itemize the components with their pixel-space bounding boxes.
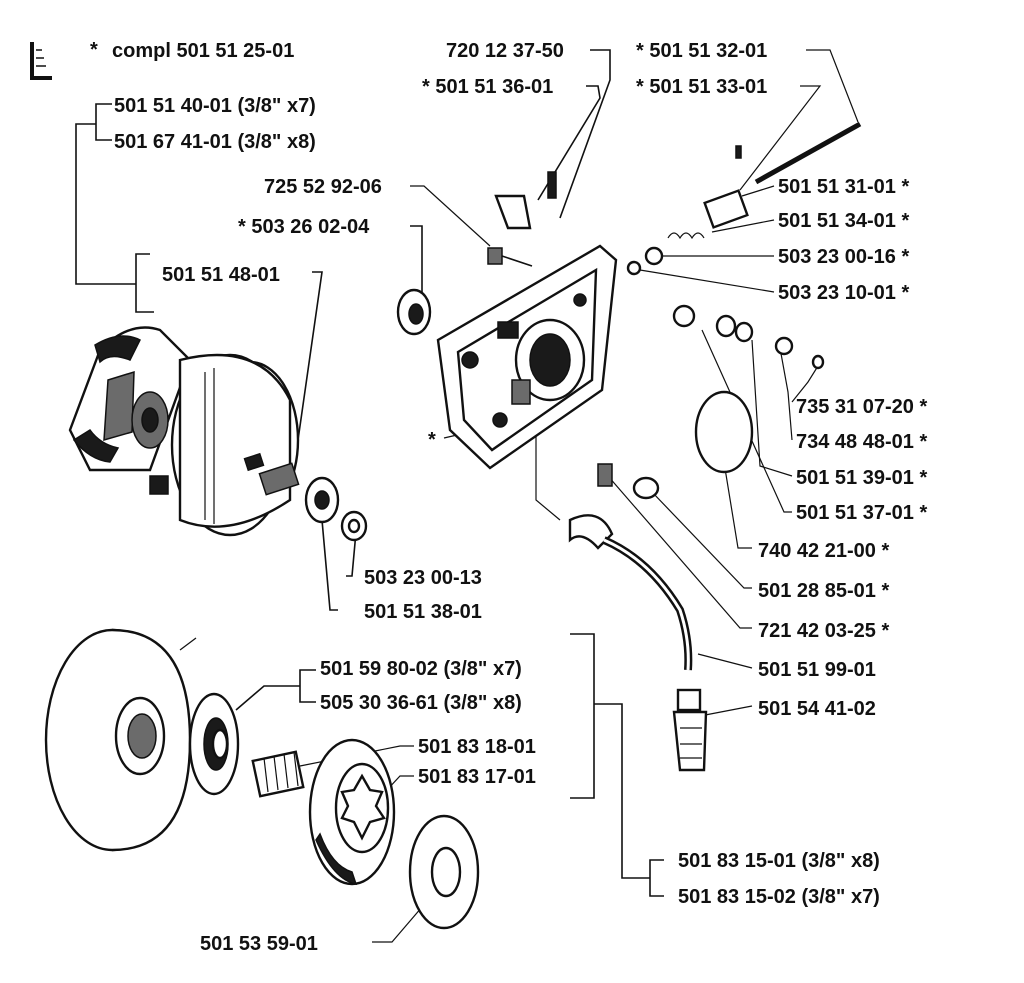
label-505-30-36-61: 505 30 36-61 (3/8" x8) (320, 692, 522, 714)
label-501-51-31-01: 501 51 31-01 * (778, 176, 909, 198)
label-501-83-17-01: 501 83 17-01 (418, 766, 536, 788)
label-503-23-00-16: 503 23 00-16 * (778, 246, 909, 268)
label-720-12-37-50: 720 12 37-50 (446, 40, 564, 62)
washer-plate (408, 814, 480, 930)
label-501-51-39-01: 501 51 39-01 * (796, 467, 927, 489)
label-501-54-41-02: 501 54 41-02 (758, 698, 876, 720)
label-501-83-18-01: 501 83 18-01 (418, 736, 536, 758)
label-721-42-03-25: 721 42 03-25 * (758, 620, 889, 642)
label-501-51-99-01: 501 51 99-01 (758, 659, 876, 681)
label-503-23-00-13: 503 23 00-13 (364, 567, 482, 589)
rim-sprocket (188, 692, 240, 796)
label-501-83-15-02: 501 83 15-02 (3/8" x7) (678, 886, 880, 908)
label-cover-star: * (428, 429, 436, 451)
label-501-53-59-01: 501 53 59-01 (200, 933, 318, 955)
label-501-51-38-01: 501 51 38-01 (364, 601, 482, 623)
oil-pump-washers (672, 304, 825, 370)
clutch-cover (436, 244, 618, 470)
clutch-drum (44, 628, 192, 852)
label-501-83-15-01: 501 83 15-01 (3/8" x8) (678, 850, 880, 872)
adjust-bolt (494, 171, 557, 230)
pump-shaft (626, 121, 862, 276)
compl-marker: * (90, 39, 98, 61)
cover-screw (487, 247, 533, 267)
needle-bearing (251, 750, 305, 798)
oil-hose (568, 514, 693, 671)
clutch-assembly (68, 326, 368, 542)
o-ring (694, 390, 754, 474)
seal-ring (396, 288, 432, 336)
label-501-51-33-01: * 501 51 33-01 (636, 76, 767, 98)
oil-filter (672, 688, 708, 772)
corner-bracket-icon (30, 42, 52, 80)
pump-screw (597, 463, 660, 500)
label-503-26-02-04: * 503 26 02-04 (238, 216, 370, 238)
label-740-42-21-00: 740 42 21-00 * (758, 540, 889, 562)
label-503-23-10-01: 503 23 10-01 * (778, 282, 909, 304)
label-501-59-80-02: 501 59 80-02 (3/8" x7) (320, 658, 522, 680)
label-501-51-40-01: 501 51 40-01 (3/8" x7) (114, 95, 316, 117)
label-501-28-85-01: 501 28 85-01 * (758, 580, 889, 602)
spur-sprocket (308, 738, 396, 886)
label-501-51-34-01: 501 51 34-01 * (778, 210, 909, 232)
label-501-67-41-01: 501 67 41-01 (3/8" x8) (114, 131, 316, 153)
label-725-52-92-06: 725 52 92-06 (264, 176, 382, 198)
label-501-51-36-01: * 501 51 36-01 (422, 76, 553, 98)
label-734-48-48-01: 734 48 48-01 * (796, 431, 927, 453)
label-501-51-48-01: 501 51 48-01 (162, 264, 280, 286)
label-501-51-32-01: * 501 51 32-01 (636, 40, 767, 62)
label-501-51-37-01: 501 51 37-01 * (796, 502, 927, 524)
label-735-31-07-20: 735 31 07-20 * (796, 396, 927, 418)
compl-label: compl 501 51 25-01 (112, 40, 294, 62)
